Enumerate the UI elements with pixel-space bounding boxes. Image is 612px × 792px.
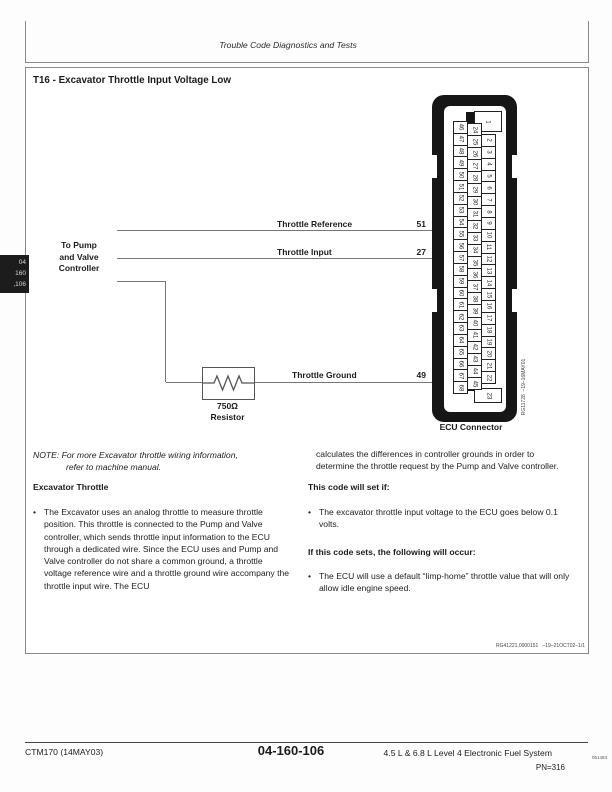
connector-notch <box>512 155 521 178</box>
throttle-ground-wire-left <box>166 382 202 383</box>
throttle-input-wire <box>117 258 432 259</box>
connector-notch <box>512 289 521 312</box>
connector-figure-ref: RG11728 –19–16MAY01 <box>521 358 527 416</box>
bullet-marker: • <box>308 507 312 517</box>
bullet-marker: • <box>308 571 312 581</box>
bullet-marker: • <box>33 507 37 517</box>
code-occur-bullet: • The ECU will use a default “limp-home”… <box>308 570 572 595</box>
connector-notch <box>428 289 437 312</box>
footer-system-title: 4.5 L & 6.8 L Level 4 Electronic Fuel Sy… <box>383 748 552 758</box>
excavator-throttle-heading: Excavator Throttle <box>33 482 109 492</box>
bullet-text: The ECU will use a default “limp-home” t… <box>319 571 570 594</box>
bullet-text: The Excavator uses an analog throttle to… <box>44 507 290 591</box>
resistor-box <box>202 367 255 400</box>
footer-page-number: PN=316 <box>535 763 565 772</box>
connector-pin-23: 23 <box>474 388 502 403</box>
bullet-text: The excavator throttle input voltage to … <box>319 507 558 530</box>
code-occur-heading: If this code sets, the following will oc… <box>308 547 476 557</box>
connector-notch <box>428 155 437 178</box>
footer-manual-id: CTM170 (14MAY03) <box>25 747 104 757</box>
throttle-input-label: Throttle Input <box>277 247 332 257</box>
code-set-heading: This code will set if: <box>308 482 390 492</box>
throttle-input-pin: 27 <box>416 247 426 257</box>
header-box <box>25 21 589 63</box>
connector-pin: 22 <box>481 371 496 385</box>
throttle-reference-label: Throttle Reference <box>277 219 353 229</box>
footer-print-code: 051483 <box>591 755 607 760</box>
bullet-continuation: calculates the differences in controller… <box>316 449 559 472</box>
figure-ref: RG41221,0000151 –19–21OCT02–1/1 <box>496 643 585 649</box>
throttle-reference-wire <box>117 230 432 231</box>
footer-rule <box>25 742 588 743</box>
footer-page-id: 04-160-106 <box>257 743 325 758</box>
code-set-bullet: • The excavator throttle input voltage t… <box>308 506 572 531</box>
throttle-ground-pin: 49 <box>416 370 426 380</box>
ecu-connector-label: ECU Connector <box>439 422 503 432</box>
connector-pin: 45 <box>467 376 482 391</box>
throttle-reference-pin: 51 <box>416 219 426 229</box>
throttle-ground-wire-drop <box>165 281 166 382</box>
throttle-ground-wire-branch <box>117 281 166 282</box>
throttle-ground-label: Throttle Ground <box>292 370 357 380</box>
section-title: T16 - Excavator Throttle Input Voltage L… <box>33 75 231 86</box>
resistor-symbol <box>203 374 254 392</box>
connector-pin: 68 <box>453 381 468 395</box>
throttle-ground-wire-right <box>253 382 432 383</box>
excavator-throttle-bullet: • The Excavator uses an analog throttle … <box>33 506 291 592</box>
connector-key-step <box>466 112 475 123</box>
running-title: Trouble Code Diagnostics and Tests <box>219 40 357 50</box>
note: NOTE: For more Excavator throttle wiring… <box>33 450 238 473</box>
